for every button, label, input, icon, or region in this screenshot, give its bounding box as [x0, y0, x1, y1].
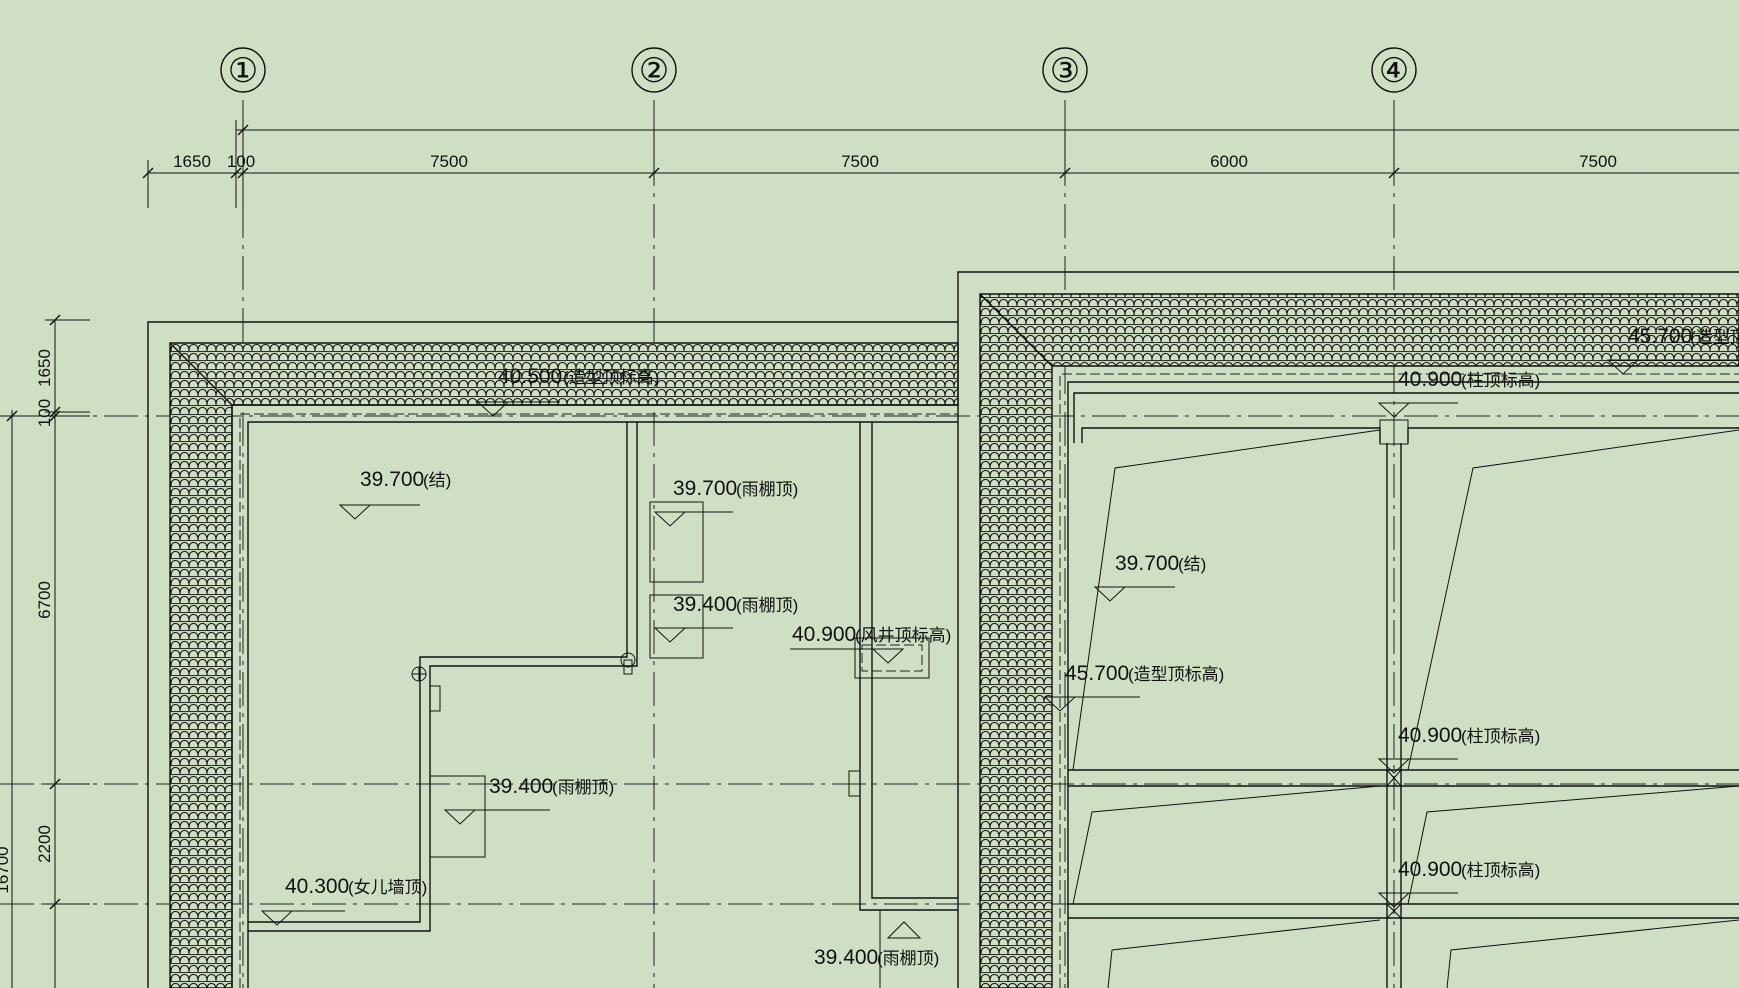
top-dimensions: 1650 100 7500 7500 6000 7500 [142, 120, 1739, 208]
level-40900-c-note: (柱顶标高) [1461, 861, 1540, 880]
left-roof [147, 321, 959, 988]
grid-bubbles: ① ② ③ ④ [220, 47, 1417, 93]
dim-left-16700: 16700 [0, 846, 12, 893]
dim-top-6000: 6000 [1210, 152, 1248, 171]
level-39700-c-value: 39.700 [1115, 552, 1179, 575]
level-39400-c-value: 39.400 [814, 946, 878, 969]
hip-line-right [979, 293, 1053, 367]
level-labels: 40.500 (造型顶标高) 39.700 (结) 39.700 (雨棚顶) 3… [285, 325, 1739, 969]
right-roof [957, 271, 1739, 988]
level-45700-top-value: 45.700 [1628, 325, 1692, 348]
level-39700-b-note: (雨棚顶) [736, 480, 798, 499]
dim-left-2200: 2200 [35, 825, 54, 863]
level-40900-c-value: 40.900 [1398, 858, 1462, 881]
level-markers [260, 359, 1739, 926]
level-39700-a-note: (结) [423, 471, 451, 490]
grid-label-1: ① [228, 52, 258, 90]
grid-label-3: ③ [1050, 52, 1080, 90]
dim-top-7500-a: 7500 [430, 152, 468, 171]
dim-top-1650: 1650 [173, 152, 211, 171]
level-45700-top-note: (造型顶 [1690, 328, 1739, 347]
level-40900-b-value: 40.900 [1398, 724, 1462, 747]
grid-bubble-3 [1042, 47, 1088, 93]
level-40900-b-note: (柱顶标高) [1461, 727, 1540, 746]
dim-left-6700: 6700 [35, 581, 54, 619]
grid-label-4: ④ [1379, 52, 1409, 90]
dim-top-7500-c: 7500 [1579, 152, 1617, 171]
level-40900-shaft-note: (风井顶标高) [855, 626, 951, 645]
level-40300-note: (女儿墙顶) [348, 878, 427, 897]
level-39400-c-note: (雨棚顶) [877, 949, 939, 968]
level-39700-b-value: 39.700 [673, 477, 737, 500]
level-40900-a-note: (柱顶标高) [1461, 371, 1540, 390]
dim-top-7500-b: 7500 [841, 152, 879, 171]
left-dimensions: 1650 100 6700 2200 16700 [0, 314, 90, 988]
level-40900-shaft-value: 40.900 [792, 623, 856, 646]
level-40900-a-value: 40.900 [1398, 368, 1462, 391]
level-39700-c-note: (结) [1178, 555, 1206, 574]
grid-bubble-2 [631, 47, 677, 93]
level-39400-b-value: 39.400 [489, 775, 553, 798]
level-39400-b-note: (雨棚顶) [552, 778, 614, 797]
grid-bubble-1 [220, 47, 266, 93]
level-45700-note: (造型顶标高) [1128, 665, 1224, 684]
dim-left-100: 100 [35, 399, 54, 427]
level-40500-note: (造型顶标高) [563, 368, 659, 387]
grid-bubble-4 [1371, 47, 1417, 93]
dim-left-1650: 1650 [35, 349, 54, 387]
level-40500-value: 40.500 [498, 365, 562, 388]
grid-label-2: ② [639, 52, 669, 90]
level-39400-a-note: (雨棚顶) [736, 596, 798, 615]
level-40300-value: 40.300 [285, 875, 349, 898]
level-45700-value: 45.700 [1065, 662, 1129, 685]
hip-line-left [169, 342, 233, 406]
tile-band-right [979, 293, 1739, 988]
dim-top-100: 100 [227, 152, 255, 171]
level-39700-a-value: 39.700 [360, 468, 424, 491]
level-39400-a-value: 39.400 [673, 593, 737, 616]
grid-axes [0, 100, 1739, 988]
